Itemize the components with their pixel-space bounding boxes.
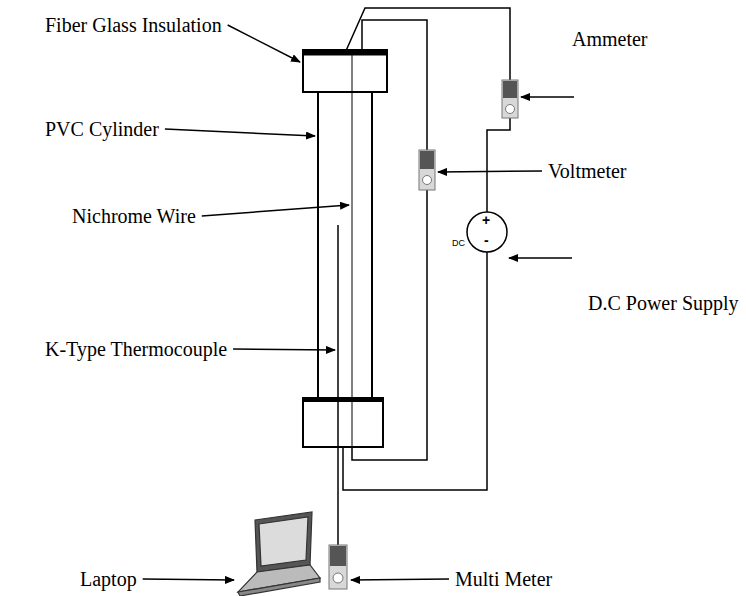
dc-source-symbol <box>467 212 507 252</box>
part-label: Multi Meter <box>455 568 552 590</box>
insulation-block <box>303 398 383 447</box>
polarity-sign: - <box>484 233 489 248</box>
leader-arrow <box>521 96 574 98</box>
wire <box>487 118 510 212</box>
part-label: Nichrome Wire <box>72 205 196 227</box>
cylinder-wall <box>371 92 373 398</box>
part-label: Voltmeter <box>548 160 627 182</box>
ammeter-symbol <box>502 80 518 118</box>
part-label: K-Type Thermocouple <box>45 338 227 360</box>
insulation-block <box>303 50 387 92</box>
source-label: DC <box>452 239 465 249</box>
voltmeter-symbol <box>419 150 435 190</box>
polarity-sign: + <box>482 213 490 228</box>
laptop-icon <box>238 512 320 596</box>
wire <box>337 447 339 545</box>
part-label: Laptop <box>80 568 137 590</box>
insulation-cap <box>303 398 383 402</box>
leader-arrow <box>165 129 315 136</box>
part-label: D.C Power Supply <box>588 292 739 314</box>
insulation-cap <box>303 51 387 56</box>
part-label: PVC Cylinder <box>45 118 159 140</box>
leader-arrow <box>202 205 349 216</box>
part-label: Ammeter <box>572 28 648 50</box>
cylinder-wall <box>317 92 319 398</box>
leader-arrow <box>438 171 542 172</box>
wire <box>343 252 487 490</box>
leader-arrow <box>509 257 572 259</box>
multimeter-symbol <box>329 545 347 589</box>
leader-arrow <box>233 349 335 350</box>
part-label: Fiber Glass Insulation <box>45 14 222 36</box>
leader-arrow <box>143 579 234 580</box>
thermocouple <box>337 225 339 447</box>
leader-arrow <box>351 579 449 580</box>
leader-arrow <box>228 25 300 62</box>
nichrome-wire <box>352 53 353 447</box>
